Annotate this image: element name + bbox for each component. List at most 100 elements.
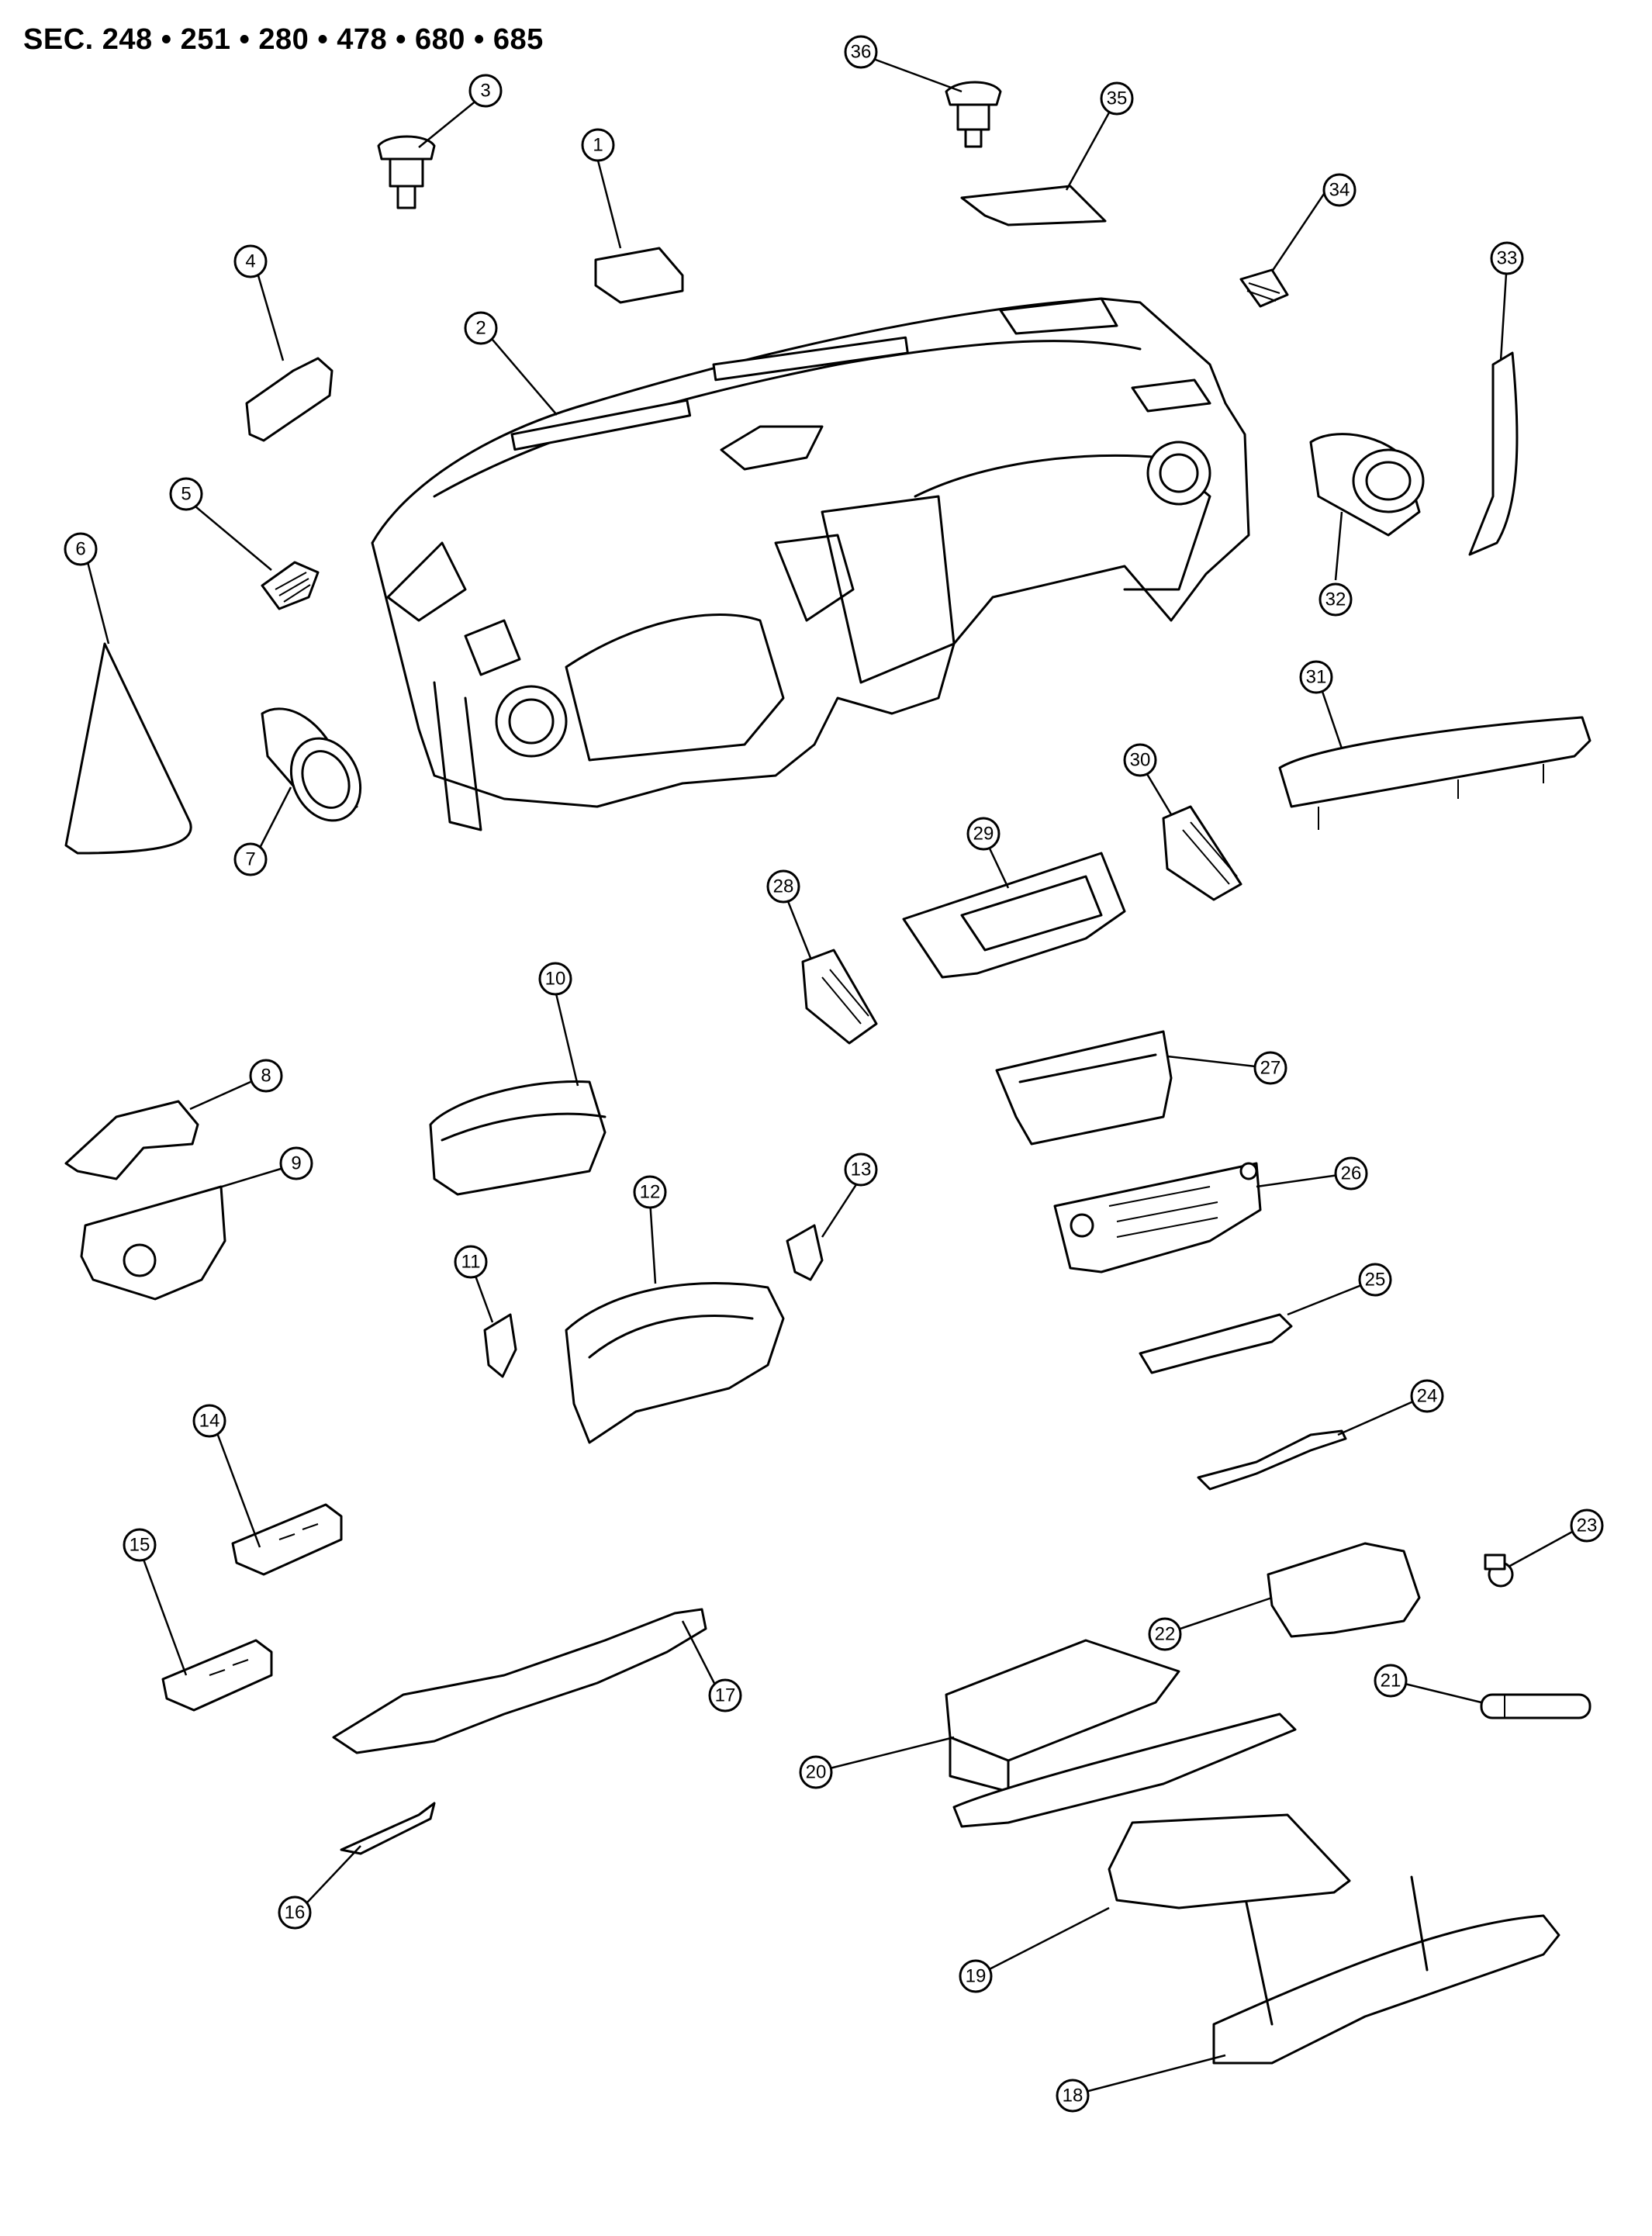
callout-26: 26 <box>1334 1156 1368 1191</box>
part-27-center-finisher <box>995 1030 1173 1146</box>
svg-text:26: 26 <box>1341 1163 1362 1184</box>
svg-text:11: 11 <box>461 1252 481 1273</box>
part-17-lower-panel <box>332 1608 707 1754</box>
svg-text:14: 14 <box>199 1411 220 1432</box>
svg-text:4: 4 <box>245 251 255 272</box>
svg-text:8: 8 <box>261 1066 271 1087</box>
svg-text:32: 32 <box>1325 589 1346 610</box>
svg-text:17: 17 <box>715 1685 736 1706</box>
part-5-side-vent <box>261 561 320 610</box>
callout-33: 33 <box>1490 241 1524 275</box>
section-label: SEC. 248 • 251 • 280 • 478 • 680 • 685 <box>23 23 544 56</box>
svg-text:22: 22 <box>1155 1624 1176 1645</box>
svg-text:27: 27 <box>1260 1058 1281 1079</box>
callout-25: 25 <box>1358 1263 1392 1297</box>
part-15-switch-panel <box>161 1639 273 1712</box>
part-1-cover <box>594 247 684 304</box>
callout-1: 1 <box>581 128 615 162</box>
callout-21: 21 <box>1374 1664 1408 1698</box>
part-2-instrument-panel <box>371 297 1250 831</box>
callout-13: 13 <box>844 1153 878 1187</box>
callout-27: 27 <box>1253 1051 1287 1085</box>
callout-18: 18 <box>1056 2079 1090 2113</box>
part-35-cover-plate <box>960 185 1107 226</box>
part-34-vent-grille <box>1239 268 1289 308</box>
svg-text:16: 16 <box>285 1903 306 1923</box>
svg-text:2: 2 <box>475 318 486 339</box>
callout-5: 5 <box>169 477 203 511</box>
part-22-inner-box <box>1267 1542 1421 1638</box>
part-24-bracket <box>1197 1429 1347 1491</box>
callout-31: 31 <box>1299 660 1333 694</box>
callout-23: 23 <box>1570 1509 1604 1543</box>
svg-text:24: 24 <box>1417 1386 1438 1407</box>
svg-text:13: 13 <box>851 1159 872 1180</box>
callout-12: 12 <box>633 1175 667 1209</box>
callout-4: 4 <box>233 244 268 278</box>
svg-text:29: 29 <box>973 824 994 845</box>
part-30-vent <box>1162 805 1242 901</box>
part-drawings <box>64 81 1592 2065</box>
part-9-lower-column-cover <box>80 1185 226 1301</box>
svg-text:28: 28 <box>773 876 794 897</box>
part-29-display-bezel <box>902 852 1126 979</box>
callout-28: 28 <box>766 869 800 904</box>
callout-7: 7 <box>233 842 268 876</box>
svg-text:5: 5 <box>181 484 191 505</box>
svg-text:6: 6 <box>75 539 85 560</box>
part-31-long-finisher <box>1278 716 1592 830</box>
svg-text:30: 30 <box>1130 750 1151 771</box>
svg-text:31: 31 <box>1306 667 1327 688</box>
part-12-cluster-finisher <box>565 1282 785 1444</box>
callout-10: 10 <box>538 962 572 996</box>
part-8-upper-column-cover <box>64 1100 199 1180</box>
svg-text:21: 21 <box>1381 1671 1401 1692</box>
callout-30: 30 <box>1123 743 1157 777</box>
callout-29: 29 <box>966 817 1001 851</box>
svg-text:23: 23 <box>1577 1515 1598 1536</box>
part-10-cluster-lid <box>429 1080 607 1196</box>
svg-text:34: 34 <box>1329 180 1350 201</box>
leader-lines <box>84 53 1583 2096</box>
callout-9: 9 <box>279 1146 313 1180</box>
part-20-glove-box <box>945 1639 1297 1828</box>
part-14-switch-panel <box>231 1503 343 1576</box>
callout-19: 19 <box>959 1959 993 1993</box>
callout-16: 16 <box>278 1896 312 1930</box>
part-13-small-finisher <box>786 1224 824 1281</box>
part-7-round-vent <box>261 707 362 822</box>
part-6-side-finisher <box>64 642 192 855</box>
svg-text:19: 19 <box>966 1966 987 1987</box>
svg-text:18: 18 <box>1063 2086 1083 2106</box>
part-33-side-pillar <box>1468 351 1519 556</box>
callout-17: 17 <box>708 1678 742 1712</box>
part-11-bracket <box>483 1313 517 1378</box>
part-19-glove-box-inner <box>1108 1813 1351 1909</box>
part-28-side-vent <box>801 949 878 1045</box>
callout-32: 32 <box>1318 582 1353 617</box>
callout-15: 15 <box>123 1528 157 1562</box>
callout-36: 36 <box>844 35 878 69</box>
callout-14: 14 <box>192 1404 226 1438</box>
callouts: 1 2 3 4 5 6 7 8 9 10 11 12 13 14 15 16 1… <box>64 35 1604 2113</box>
callout-35: 35 <box>1100 81 1134 116</box>
callout-11: 11 <box>454 1245 488 1279</box>
svg-text:15: 15 <box>130 1535 150 1556</box>
part-3-clip <box>377 135 436 209</box>
svg-text:33: 33 <box>1497 248 1518 269</box>
part-26-control-panel <box>1053 1162 1262 1274</box>
callout-34: 34 <box>1322 173 1357 207</box>
svg-text:20: 20 <box>806 1762 827 1783</box>
part-21-damper <box>1480 1693 1592 1719</box>
callout-2: 2 <box>464 311 498 345</box>
part-32-round-vent <box>1309 433 1425 537</box>
svg-text:1: 1 <box>593 135 603 156</box>
callout-6: 6 <box>64 532 98 566</box>
svg-text:7: 7 <box>245 849 255 870</box>
part-23-clip <box>1484 1553 1514 1588</box>
part-4-cover-panel <box>245 357 334 442</box>
svg-text:3: 3 <box>480 81 490 102</box>
svg-text:25: 25 <box>1365 1270 1386 1291</box>
part-36-clip <box>945 81 1002 148</box>
